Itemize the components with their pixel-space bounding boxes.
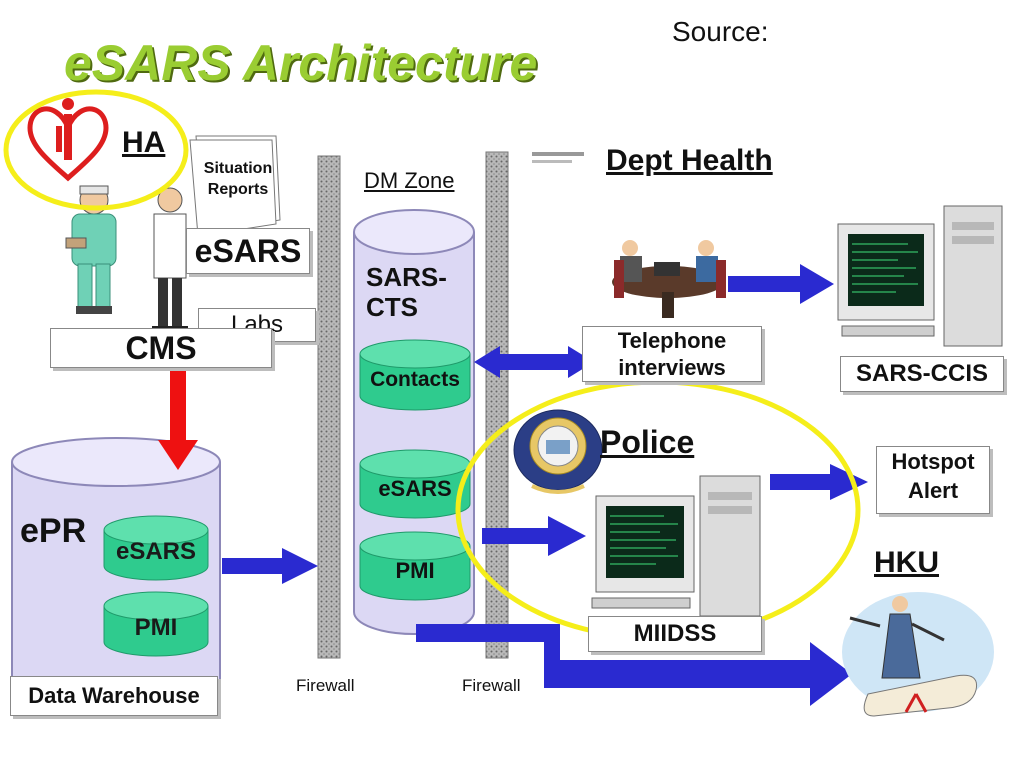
police-badge-icon <box>513 409 603 494</box>
source-label: Source: <box>672 16 769 47</box>
miidss-computer-icon <box>591 475 761 617</box>
telephone-to-ccis-arrow <box>728 264 834 304</box>
firewall-right-label: Firewall <box>462 676 521 695</box>
hku-surfer-icon <box>842 592 994 717</box>
epr-label: ePR <box>20 512 87 550</box>
dept-health-small-logo <box>532 152 584 163</box>
dm-zone-label: DM Zone <box>364 168 455 193</box>
cts-esars-label: eSARS <box>378 476 452 501</box>
cts-to-miidss-arrow <box>482 516 586 556</box>
page-title: eSARS Architecture <box>64 35 538 91</box>
hku-label: HKU <box>874 546 939 579</box>
ha-highlight-circle <box>3 89 189 211</box>
ha-label: HA <box>122 126 166 159</box>
cts-contacts-db <box>359 339 471 411</box>
cms-label: CMS <box>50 328 272 368</box>
situation-report-paper <box>189 135 281 237</box>
warehouse-pmi-db <box>103 591 209 657</box>
cts-pmi-label: PMI <box>395 558 435 583</box>
data-warehouse-label: Data Warehouse <box>10 676 218 716</box>
situation-reports-label: Situation Reports <box>203 160 273 198</box>
cts-esars-db <box>359 449 471 519</box>
telephone-interviews-label: Telephone interviews <box>582 326 762 382</box>
sars-ccis-label: SARS-CCIS <box>840 356 1004 392</box>
ha-logo-icon <box>27 98 109 182</box>
warehouse-esars-db <box>103 515 209 581</box>
telephone-interview-scene-icon <box>612 240 726 318</box>
miidss-label: MIIDSS <box>588 616 762 652</box>
cms-to-warehouse-arrow <box>158 370 198 470</box>
cts-to-hku-arrow <box>416 624 852 706</box>
cts-pmi-db <box>359 531 471 601</box>
police-label: Police <box>600 424 695 460</box>
sars-ccis-computer-icon <box>837 205 1003 347</box>
hotspot-alert-label: Hotspot Alert <box>876 446 990 514</box>
firewall-left-wall <box>317 155 341 659</box>
sars-cts-cylinder <box>353 209 475 635</box>
doctor-figure-icon <box>152 187 188 332</box>
warehouse-esars-label: eSARS <box>115 538 197 565</box>
ha-esars-label: eSARS <box>186 228 310 274</box>
firewall-left-label: Firewall <box>296 676 355 695</box>
warehouse-to-firewall-arrow <box>222 548 318 584</box>
contacts-label: Contacts <box>370 368 460 391</box>
miidss-to-hotspot-arrow <box>770 464 868 500</box>
dept-health-label: Dept Health <box>606 144 773 177</box>
sars-cts-label: SARS- CTS <box>366 262 447 322</box>
warehouse-pmi-label: PMI <box>134 614 178 641</box>
contacts-telephone-double-arrow <box>474 346 594 378</box>
